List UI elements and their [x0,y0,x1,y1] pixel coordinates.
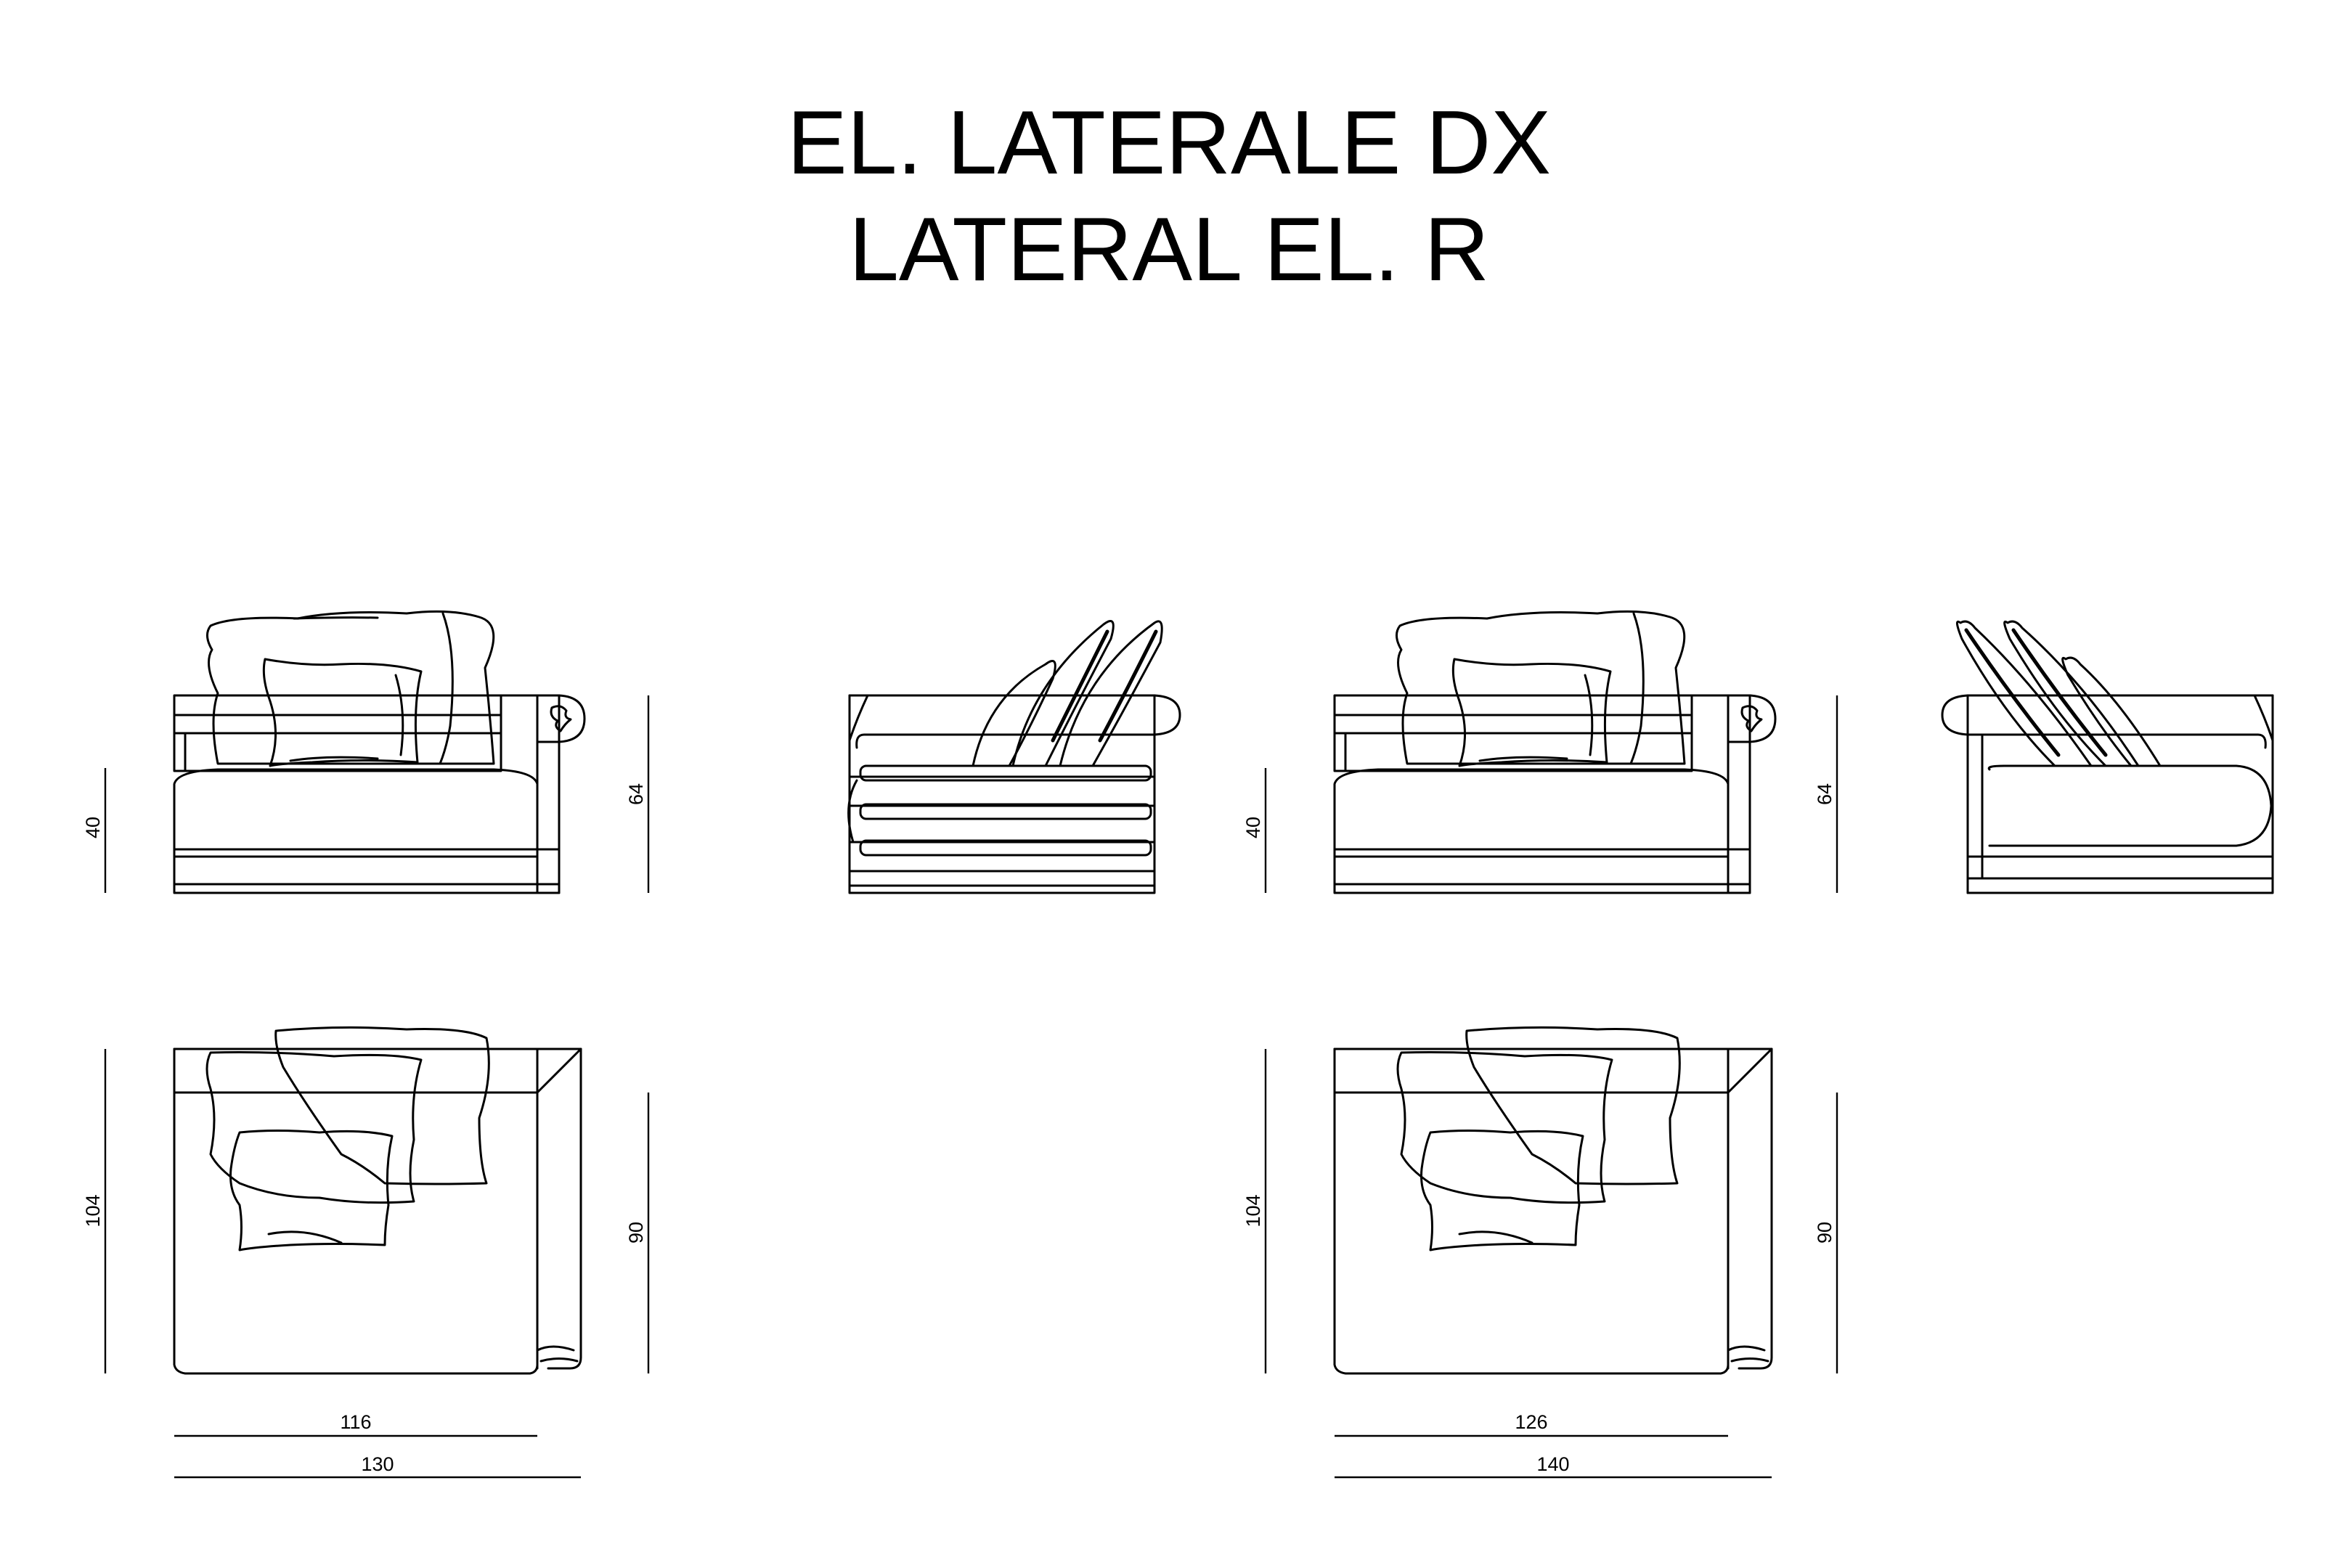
dim-a-front-height: 40 [82,817,104,838]
model-b-plan-view [1333,1026,1773,1375]
dim-a-seat-depth: 90 [625,1222,647,1244]
side-view-right [847,620,1181,894]
model-a-front-view [173,610,586,894]
model-b-front-view [1333,610,1777,894]
dim-a-depth: 104 [82,1194,104,1227]
dim-b-back-height: 64 [1814,783,1836,805]
dimension-lines [104,695,1838,1479]
dim-a-back-height: 64 [625,783,647,805]
model-a-plan-view [173,1026,582,1375]
dim-b-depth: 104 [1242,1194,1264,1227]
side-view-left [1941,620,2274,894]
dim-b-total-width: 140 [1536,1453,1569,1475]
dim-a-total-width: 130 [361,1453,394,1475]
title-line-1: EL. LATERALE DX [786,93,1552,193]
dim-b-seat-width: 126 [1515,1411,1547,1433]
dim-b-front-height: 40 [1242,817,1264,838]
title-line-2: LATERAL EL. R [848,200,1490,300]
dim-a-seat-width: 116 [340,1411,371,1433]
dim-b-seat-depth: 90 [1814,1222,1836,1244]
dimension-labels: 40 64 104 90 116 130 40 64 104 90 126 14… [82,783,1836,1475]
